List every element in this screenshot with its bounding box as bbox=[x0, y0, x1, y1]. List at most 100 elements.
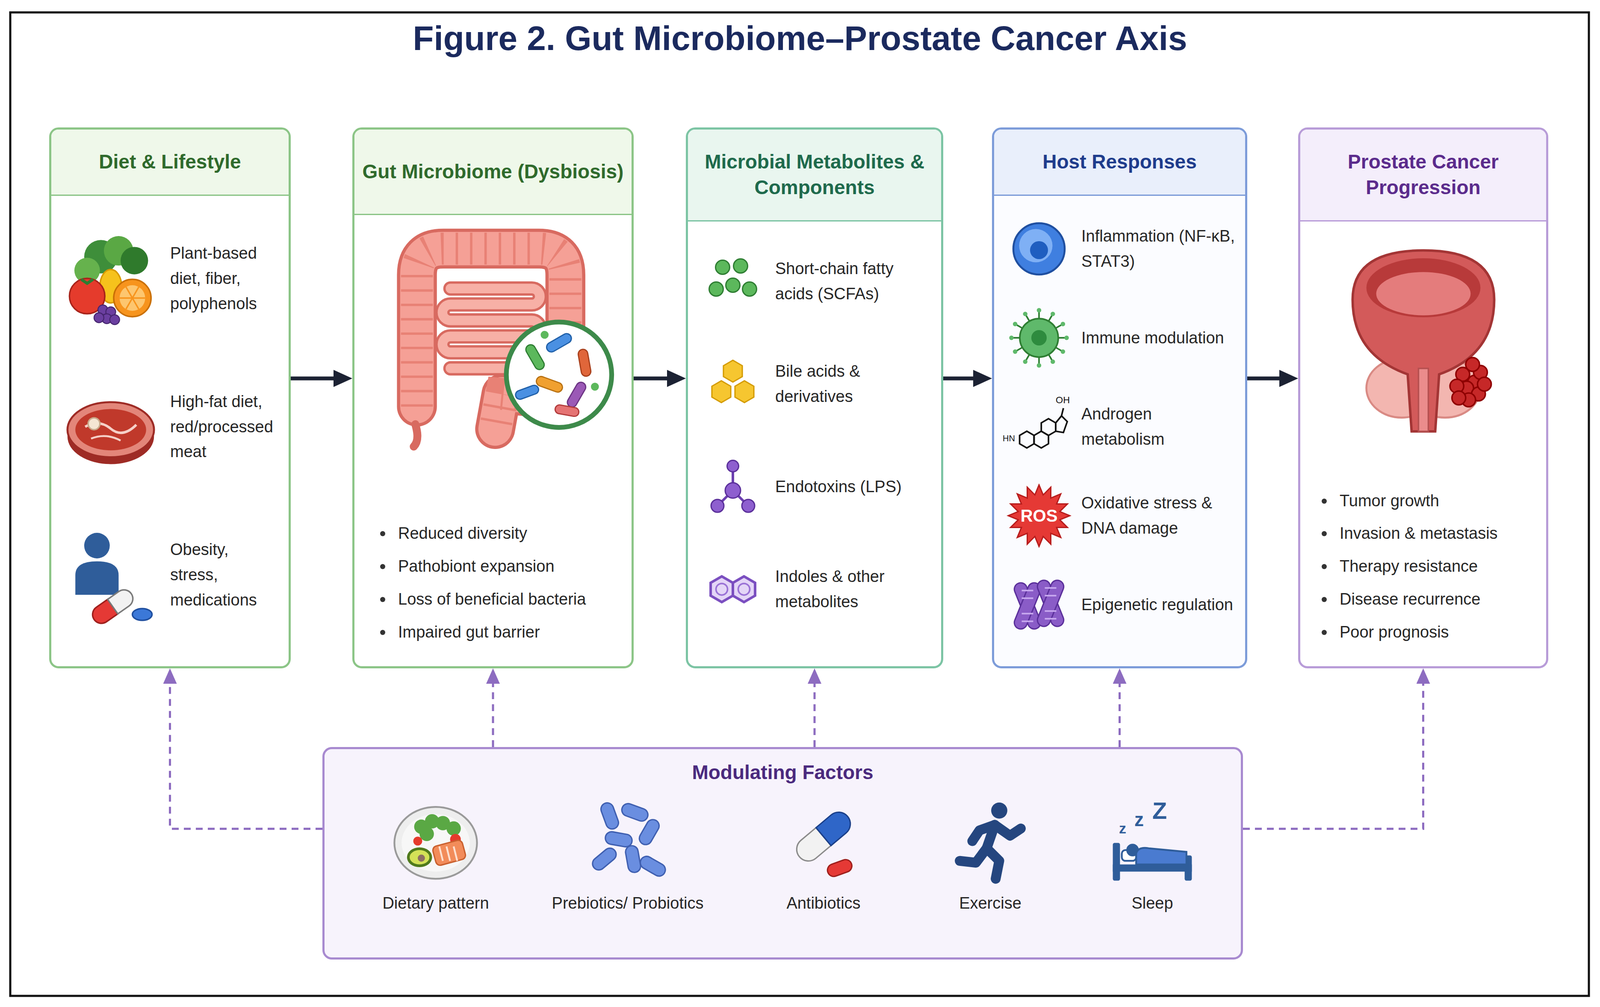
bullet-text: Tumor growth bbox=[1339, 488, 1440, 514]
item-text: Endotoxins (LPS) bbox=[775, 474, 933, 500]
column-header: Diet & Lifestyle bbox=[51, 129, 289, 196]
factor-panel: Modulating FactorsDietary patternPrebiot… bbox=[322, 746, 1243, 960]
item-row: Short-chain fatty acids (SCFAs) bbox=[696, 249, 933, 314]
steroid-shape bbox=[1055, 416, 1068, 433]
factor-cell: Dietary pattern bbox=[358, 796, 513, 916]
bullet-text: Loss of beneficial bacteria bbox=[398, 586, 586, 612]
runner-shape bbox=[991, 802, 1008, 819]
stage-column: Microbial Metabolites & ComponentsShort-… bbox=[685, 127, 944, 669]
cell-shape bbox=[1013, 223, 1065, 275]
flow-arrow bbox=[633, 376, 668, 381]
immune-shape bbox=[1019, 318, 1059, 358]
item-row: Immune modulation bbox=[1002, 305, 1238, 370]
immune-shape bbox=[1064, 335, 1069, 341]
item-text: Inflammation (NF-κB, STAT3) bbox=[1081, 223, 1238, 275]
icon-cell bbox=[696, 557, 770, 622]
ros-shape bbox=[1008, 484, 1070, 547]
column-title: Diet & Lifestyle bbox=[98, 149, 241, 175]
bullet-dot bbox=[380, 563, 386, 570]
plate-shape bbox=[419, 826, 434, 842]
immune-shape bbox=[1060, 349, 1066, 355]
runner-shape bbox=[972, 824, 995, 842]
icon-cell bbox=[57, 377, 165, 476]
veg-shape bbox=[113, 279, 151, 317]
factor-text: Exercise bbox=[959, 891, 1022, 916]
veg-icon bbox=[57, 229, 165, 328]
prostate-shape bbox=[1465, 357, 1479, 372]
column-header: Microbial Metabolites & Components bbox=[687, 129, 942, 222]
immune-shape bbox=[1036, 307, 1042, 313]
factor-text: Antibiotics bbox=[786, 891, 861, 916]
bullet-list: Tumor growthInvasion & metastasisTherapy… bbox=[1321, 488, 1538, 645]
immune-shape bbox=[1050, 311, 1056, 317]
column-header: Host Responses bbox=[994, 129, 1246, 196]
plate-shape bbox=[407, 847, 433, 868]
item-text: Epigenetic regulation bbox=[1081, 592, 1238, 618]
bed-shape bbox=[1136, 847, 1187, 865]
column-header: Prostate Cancer Progression bbox=[1300, 129, 1547, 222]
bullet-row: Invasion & metastasis bbox=[1321, 520, 1538, 547]
column-title: Gut Microbiome (Dysbiosis) bbox=[362, 159, 624, 185]
indole-shape bbox=[716, 583, 728, 596]
column-body: Short-chain fatty acids (SCFAs) Bile acid… bbox=[687, 221, 942, 667]
capsule-shape bbox=[791, 807, 856, 866]
bullet-dot bbox=[380, 531, 386, 537]
veg-shape bbox=[119, 285, 146, 311]
icon-cell bbox=[926, 796, 1055, 886]
scfa-shape bbox=[715, 260, 730, 275]
gut-shape bbox=[514, 383, 541, 401]
icon-cell bbox=[563, 796, 692, 886]
bullet-dot bbox=[1321, 498, 1327, 504]
item-text: Plant-based diet, fiber, polyphenols bbox=[170, 240, 281, 317]
chrom-shape bbox=[1021, 612, 1034, 615]
bullet-dot bbox=[380, 596, 386, 603]
factor-cell: zzZSleep bbox=[1075, 796, 1230, 916]
capsule-icon bbox=[759, 796, 888, 886]
gut-shape bbox=[413, 424, 418, 447]
column-title: Microbial Metabolites & Components bbox=[694, 149, 935, 201]
item-text: High-fat diet, red/processed meat bbox=[170, 389, 281, 465]
indole-shape bbox=[738, 583, 750, 596]
cell-icon bbox=[1002, 216, 1076, 281]
immune-shape bbox=[1023, 311, 1028, 317]
item-text: Bile acids & derivatives bbox=[775, 358, 933, 410]
icon-cell: ROS bbox=[1002, 483, 1076, 548]
bullet-list: Reduced diversityPathobiont expansionLos… bbox=[380, 520, 623, 645]
gut-shape bbox=[565, 380, 588, 409]
immune-shape bbox=[1023, 359, 1028, 365]
veg-shape bbox=[126, 298, 133, 310]
icon-label: ROS bbox=[1020, 505, 1058, 526]
bullet-dot bbox=[380, 629, 386, 635]
bacteria-shape bbox=[619, 801, 650, 823]
indole-icon bbox=[696, 557, 770, 622]
bile-shape bbox=[723, 360, 743, 383]
veg-shape bbox=[132, 298, 139, 310]
bullet-row: Reduced diversity bbox=[380, 520, 623, 547]
bed-shape bbox=[1112, 864, 1193, 872]
icon-label: Z bbox=[1152, 796, 1167, 825]
runner-icon bbox=[926, 796, 1055, 886]
icon-cell bbox=[696, 454, 770, 519]
bullet-text: Poor prognosis bbox=[1339, 619, 1450, 645]
prostate-shape bbox=[1451, 391, 1466, 405]
prostate-shape bbox=[1352, 250, 1494, 432]
gut-shape bbox=[544, 331, 573, 354]
gut-shape bbox=[577, 348, 592, 377]
stage-column: Diet & LifestylePlant-based diet, fiber,… bbox=[49, 127, 291, 669]
meat-shape bbox=[75, 409, 147, 451]
column-title: Modulating Factors bbox=[691, 759, 874, 786]
scfa-shape bbox=[733, 259, 748, 274]
plate-shape bbox=[431, 839, 467, 867]
icon-cell bbox=[696, 249, 770, 314]
factor-text: Dietary pattern bbox=[382, 891, 489, 916]
scfa-shape bbox=[742, 282, 757, 297]
lps-shape bbox=[725, 482, 741, 499]
bullet-dot bbox=[1321, 596, 1327, 603]
stage-column: Gut Microbiome (Dysbiosis) Reduced divers… bbox=[352, 127, 634, 669]
flow-arrow bbox=[943, 376, 974, 381]
bed-shape bbox=[1112, 842, 1121, 881]
chrom-shape bbox=[1035, 578, 1066, 629]
bullet-row: Impaired gut barrier bbox=[380, 619, 623, 645]
chrom-shape bbox=[1035, 578, 1066, 629]
immune-shape bbox=[1060, 321, 1066, 327]
